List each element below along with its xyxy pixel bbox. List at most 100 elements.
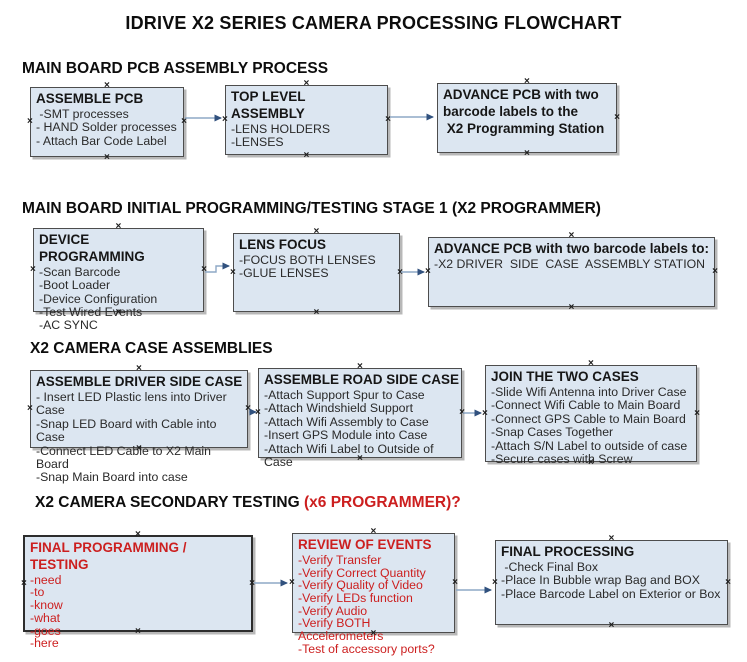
connection-handle-icon	[21, 581, 27, 587]
box-item-list: - Insert LED Plastic lens into Driver Ca…	[36, 389, 242, 485]
box-item-list: -need-to-know-what-goes-here	[30, 574, 246, 650]
box-item: -Verify Audio	[298, 603, 368, 618]
box-item: -Snap Main Board into case	[36, 470, 188, 485]
box-item: - HAND Solder processes	[36, 120, 177, 135]
box-assemble-pcb: ASSEMBLE PCB -SMT processes- HAND Solder…	[30, 87, 184, 157]
box-item: -Snap Cases Together	[491, 425, 614, 440]
connection-handle-icon	[588, 460, 594, 466]
box-item: -Attach Support Spur to Case	[264, 387, 425, 402]
box-item: -GLUE LENSES	[239, 266, 329, 281]
box-item-list: -Slide Wifi Antenna into Driver Case-Con…	[491, 384, 691, 466]
box-item: -Connect Wifi Cable to Main Board	[491, 398, 681, 413]
connection-handle-icon	[712, 269, 718, 275]
connection-handle-icon	[524, 151, 530, 157]
box-item: -LENS HOLDERS	[231, 121, 331, 136]
box-item: -Attach Wifi Label to Outside of Case	[264, 441, 437, 469]
connection-handle-icon	[524, 79, 530, 85]
box-item: -Verify Correct Quantity	[298, 565, 426, 580]
box-title: LENS FOCUS	[239, 237, 327, 252]
box-item: -Test of accessory ports?	[298, 641, 435, 656]
connection-handle-icon	[304, 81, 310, 87]
box-item-list: -LENS HOLDERS-LENSES	[231, 121, 382, 150]
box-item: -know	[30, 598, 63, 613]
page-title: IDRIVE X2 SERIES CAMERA PROCESSING FLOWC…	[125, 13, 622, 33]
box-item-list: -Scan Barcode-Boot Loader-Device Configu…	[39, 265, 198, 333]
connection-handle-icon	[357, 364, 363, 370]
box-item: -SMT processes	[36, 106, 129, 121]
connection-handle-icon	[482, 411, 488, 417]
box-item: -Test Wired Events	[39, 304, 143, 319]
connection-handle-icon	[725, 580, 731, 586]
section-heading-initial-programming: MAIN BOARD INITIAL PROGRAMMING/TESTING S…	[22, 200, 601, 217]
box-item: -goes	[30, 623, 61, 638]
box-item: -Snap LED Board with Cable into Case	[36, 416, 220, 445]
box-title: ASSEMBLE DRIVER SIDE CASE	[36, 374, 243, 389]
box-item: -need	[30, 572, 62, 587]
connection-handle-icon	[569, 305, 575, 311]
box-item: -Verify Transfer	[298, 552, 382, 567]
box-item: -Slide Wifi Antenna into Driver Case	[491, 384, 687, 399]
box-item-list: -Attach Support Spur to Case-Attach Wind…	[264, 387, 456, 469]
box-item: - Insert LED Plastic lens into Driver Ca…	[36, 389, 231, 418]
connection-handle-icon	[249, 581, 255, 587]
box-item-list: -FOCUS BOTH LENSES-GLUE LENSES	[239, 252, 394, 281]
box-final-programming-testing: FINAL PROGRAMMING / TESTING -need-to-kno…	[21, 535, 255, 649]
connection-handle-icon	[492, 580, 498, 586]
connection-handle-icon	[588, 361, 594, 367]
box-item: -X2 DRIVER SIDE CASE ASSEMBLY STATION	[434, 256, 706, 271]
connection-handle-icon	[27, 119, 33, 125]
box-item: -Place Barcode Label on Exterior or Box	[501, 586, 721, 601]
connection-handle-icon	[104, 155, 110, 161]
connection-handle-icon	[222, 117, 228, 123]
connection-handle-icon	[104, 83, 110, 89]
box-item: -Connect LED Cable to X2 Main Board	[36, 443, 215, 471]
box-title: TOP LEVEL ASSEMBLY	[231, 89, 309, 121]
box-review-of-events: REVIEW OF EVENTS -Verify Transfer-Verify…	[289, 533, 455, 655]
box-item: -what	[30, 610, 61, 625]
box-lens-focus: LENS FOCUS -FOCUS BOTH LENSES-GLUE LENSE…	[233, 233, 400, 312]
connection-handle-icon	[569, 233, 575, 239]
box-item: -Attach Windshield Support	[264, 401, 414, 416]
box-item: -FOCUS BOTH LENSES	[239, 252, 376, 267]
connection-handle-icon	[459, 410, 465, 416]
box-join-the-two-cases: JOIN THE TWO CASES -Slide Wifi Antenna i…	[482, 365, 697, 466]
box-item-list: -Check Final Box-Place In Bubble wrap Ba…	[501, 560, 722, 601]
box-device-programming: DEVICE PROGRAMMING -Scan Barcode-Boot Lo…	[30, 228, 204, 332]
box-item: -Place In Bubble wrap Bag and BOX	[501, 573, 700, 588]
box-item: -LENSES	[231, 135, 284, 150]
box-title: FINAL PROGRAMMING / TESTING	[30, 540, 191, 572]
box-title: REVIEW OF EVENTS	[298, 537, 432, 552]
connection-handle-icon	[30, 267, 36, 273]
connection-handle-icon	[614, 115, 620, 121]
box-item: -here	[30, 636, 59, 651]
connection-handle-icon	[385, 117, 391, 123]
box-final-processing: FINAL PROCESSING -Check Final Box-Place …	[495, 540, 728, 625]
box-title: ADVANCE PCB with two barcode labels to t…	[443, 87, 605, 136]
connection-handle-icon	[425, 269, 431, 275]
flow-arrow	[205, 262, 230, 273]
box-item-list: -X2 DRIVER SIDE CASE ASSEMBLY STATION	[434, 256, 709, 271]
box-top-level-assembly: TOP LEVEL ASSEMBLY -LENS HOLDERS-LENSES	[225, 85, 388, 155]
connection-handle-icon	[230, 270, 236, 276]
box-item: -to	[30, 585, 45, 600]
connection-handle-icon	[116, 310, 122, 316]
box-item-list: -SMT processes- HAND Solder processes- A…	[36, 106, 178, 148]
box-title: ASSEMBLE PCB	[36, 91, 144, 106]
connection-handle-icon	[255, 410, 261, 416]
box-item: -Device Configuration	[39, 291, 158, 306]
connection-handle-icon	[136, 446, 142, 452]
connection-handle-icon	[609, 536, 615, 542]
connection-handle-icon	[245, 406, 251, 412]
connection-handle-icon	[397, 270, 403, 276]
connection-handle-icon	[116, 224, 122, 230]
box-item: -Verify Quality of Video	[298, 578, 423, 593]
box-title: FINAL PROCESSING	[501, 544, 635, 559]
section-heading-case-assemblies: X2 CAMERA CASE ASSEMBLIES	[30, 340, 273, 357]
box-advance-pcb-driver-side-station: ADVANCE PCB with two barcode labels to: …	[428, 237, 715, 307]
connection-handle-icon	[304, 153, 310, 159]
connection-handle-icon	[289, 580, 295, 586]
connection-handle-icon	[136, 366, 142, 372]
section-heading-secondary-testing: X2 CAMERA SECONDARY TESTING (x6 PROGRAMM…	[35, 494, 461, 511]
box-title: ADVANCE PCB with two barcode labels to:	[434, 241, 710, 256]
box-item: -AC SYNC	[39, 318, 98, 333]
